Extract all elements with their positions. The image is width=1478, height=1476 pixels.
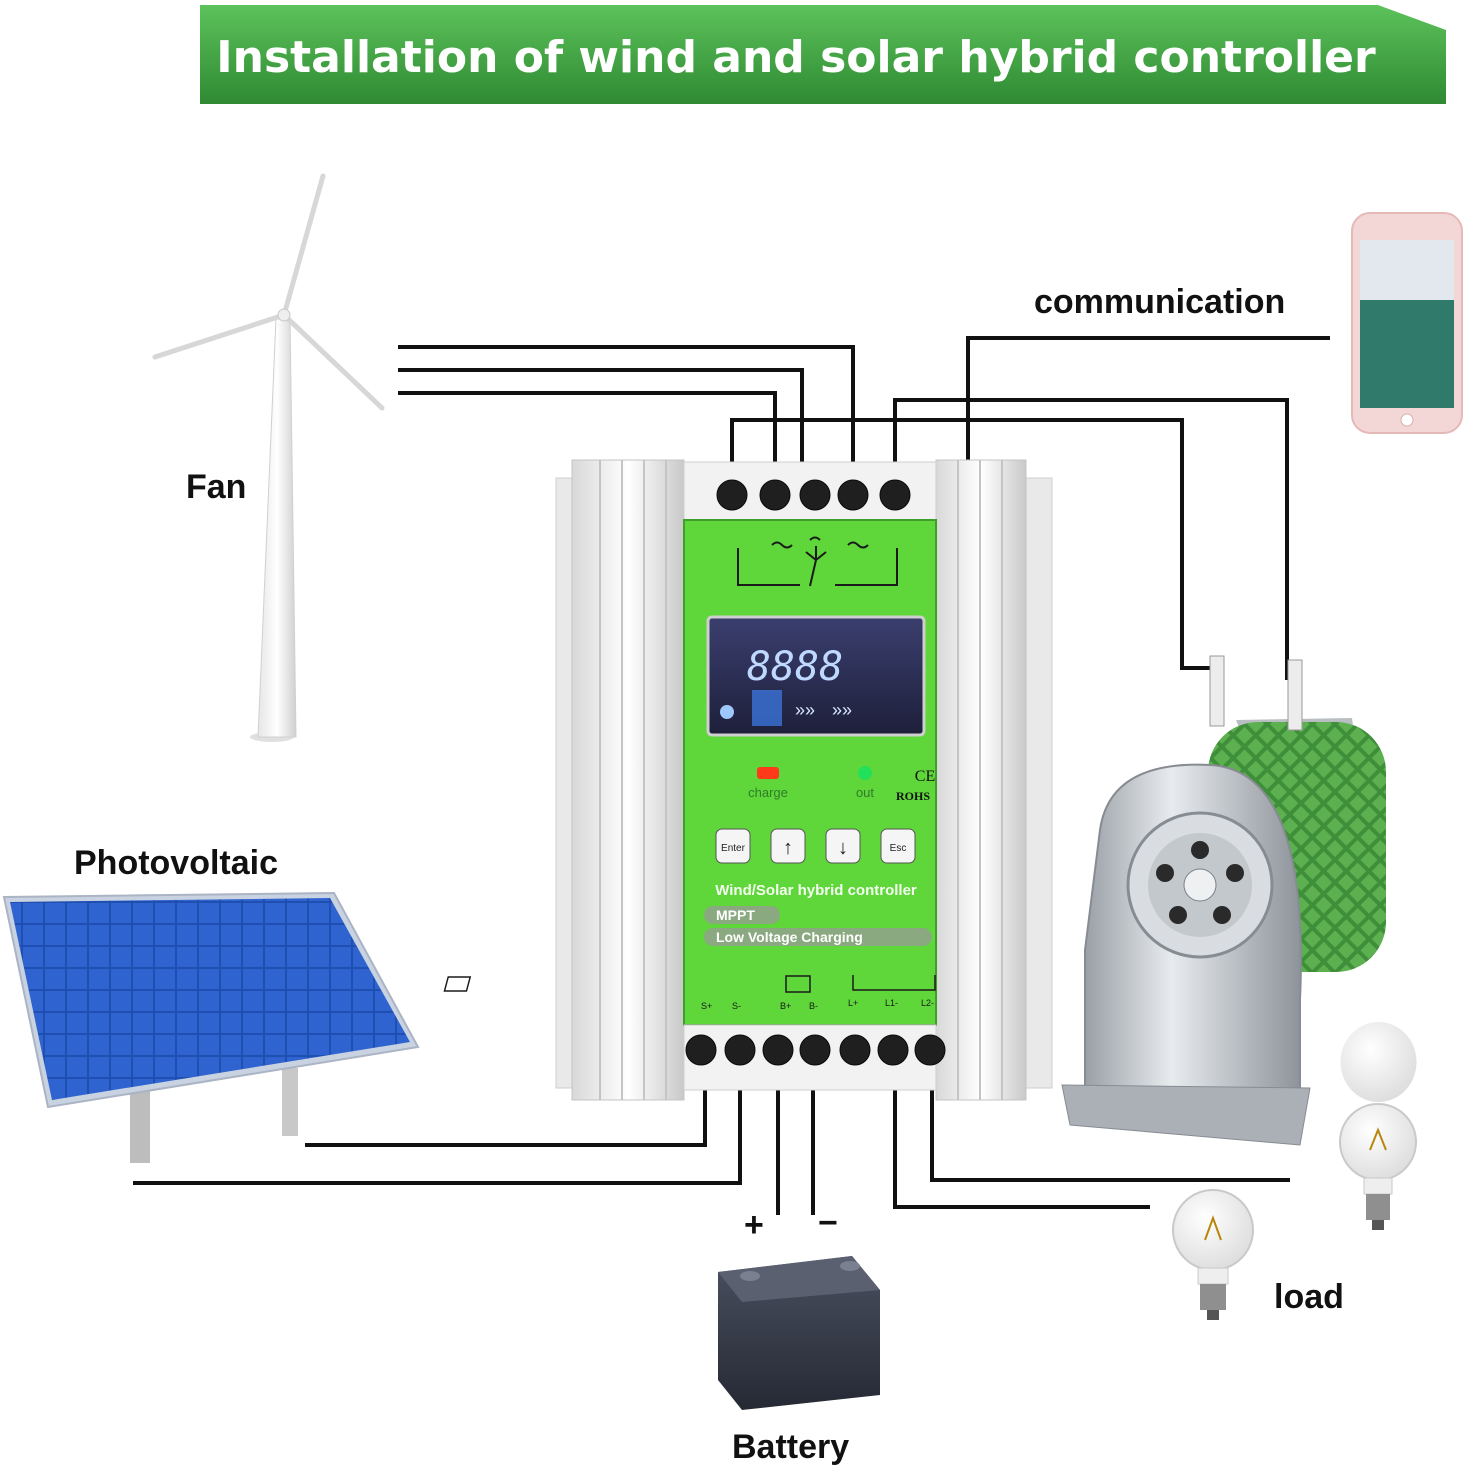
solar-panel-icon (2, 891, 420, 1163)
feature-mppt: MPPT (716, 907, 755, 923)
svg-text:↓: ↓ (838, 837, 848, 859)
battery-plus-label: + (744, 1206, 764, 1244)
photovoltaic-label: Photovoltaic (74, 844, 278, 882)
smartphone-icon (1351, 212, 1463, 434)
wires (133, 336, 1330, 1215)
svg-text:S-: S- (732, 1001, 741, 1011)
svg-text:»»: »» (832, 700, 852, 720)
terminal-labels: S+ S- B+ B- L+ L1- L2- (701, 998, 934, 1011)
communication-label: communication (1034, 283, 1285, 321)
wind-solar-logo-icon (737, 536, 898, 587)
svg-text:L2-: L2- (921, 998, 934, 1008)
rohs-mark: ROHS (896, 789, 930, 803)
hybrid-controller: 8888 »» »» charge out CE ROHS Enter ↑ ↓ … (443, 459, 1053, 1101)
wire-pv-2 (133, 1050, 742, 1185)
up-button[interactable]: ↑ (770, 828, 806, 864)
wire-load-1 (893, 1050, 1150, 1209)
terminal-icons (443, 975, 936, 993)
top-terminals (716, 479, 911, 511)
lcd-digits: 8888 (747, 644, 843, 690)
svg-text:S+: S+ (701, 1001, 712, 1011)
battery-minus-label: − (818, 1204, 838, 1242)
wire-fan-3 (398, 391, 777, 495)
light-bulb-icon (1172, 1189, 1254, 1320)
banner-title: Installation of wind and solar hybrid co… (216, 32, 1376, 83)
controller-face (683, 519, 937, 1026)
svg-text:Esc: Esc (890, 843, 907, 854)
fan-label: Fan (186, 468, 246, 506)
svg-text:Enter: Enter (721, 843, 746, 854)
light-bulb-icon (1339, 1022, 1417, 1230)
ce-mark: CE (915, 768, 935, 785)
svg-text:B+: B+ (780, 1001, 791, 1011)
bottom-terminals (685, 1034, 946, 1066)
load-label: load (1274, 1278, 1344, 1316)
wind-turbine-icon (152, 173, 385, 742)
battery-label: Battery (732, 1428, 849, 1466)
feature-low-voltage: Low Voltage Charging (716, 929, 863, 945)
svg-text:L1-: L1- (885, 998, 898, 1008)
svg-text:L+: L+ (848, 998, 858, 1008)
wire-dumpload-1 (730, 418, 1217, 670)
charge-led (757, 767, 779, 779)
svg-text:»»: »» (795, 700, 815, 720)
dump-load-resistor-icon (1061, 655, 1386, 1146)
svg-text:↑: ↑ (783, 837, 793, 859)
charge-led-label: charge (748, 785, 788, 800)
wire-load-2 (930, 1050, 1290, 1182)
wire-fan-2 (398, 368, 804, 495)
wire-communication (966, 336, 1330, 462)
esc-button[interactable]: Esc (880, 828, 916, 864)
wire-dumpload-2 (893, 398, 1289, 680)
title-banner: Installation of wind and solar hybrid co… (200, 5, 1446, 104)
product-name: Wind/Solar hybrid controller (715, 882, 917, 899)
battery-icon (718, 1256, 880, 1410)
wire-fan-1 (398, 345, 855, 495)
out-led-label: out (856, 785, 874, 800)
out-led (858, 766, 872, 780)
svg-text:B-: B- (809, 1001, 818, 1011)
down-button[interactable]: ↓ (825, 828, 861, 864)
enter-button[interactable]: Enter (715, 828, 751, 864)
